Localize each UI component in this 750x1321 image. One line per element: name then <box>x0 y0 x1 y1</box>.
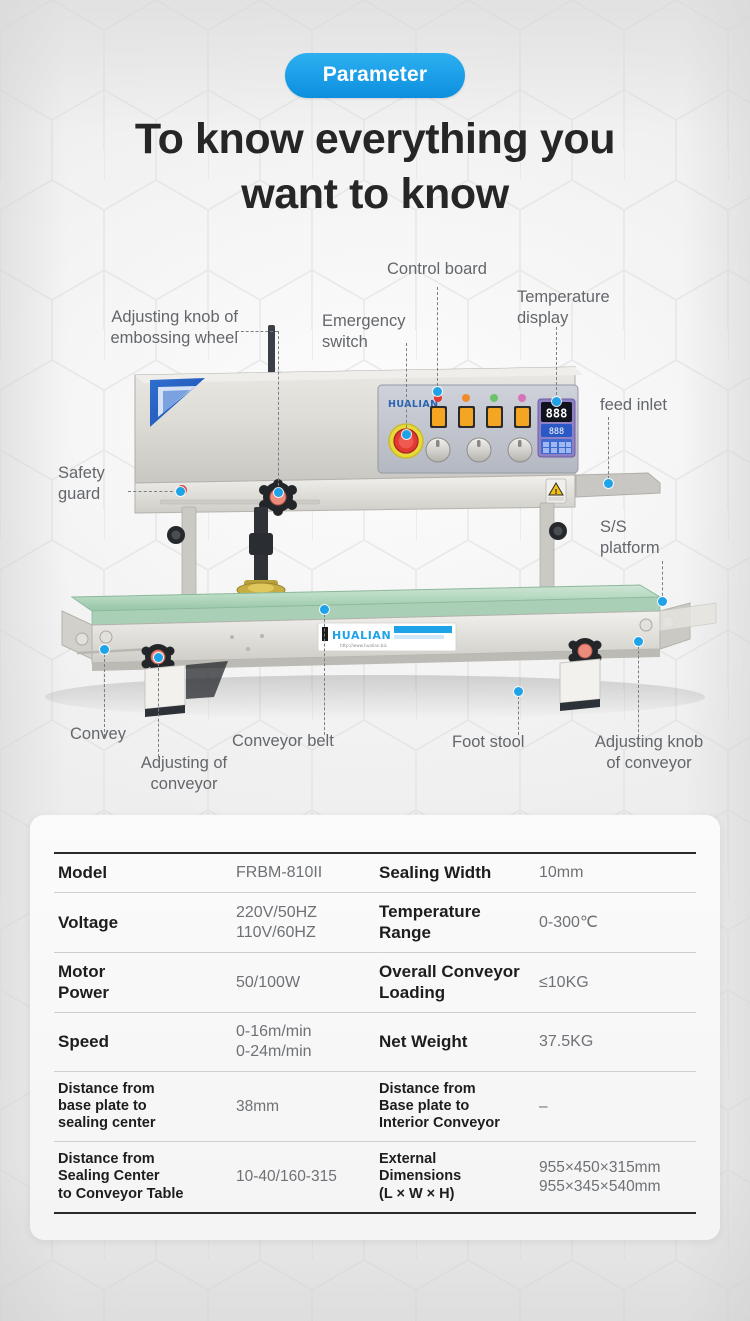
spec-key-voltage: Voltage <box>58 912 119 932</box>
spec-value-sealing-width: 10mm <box>539 864 584 882</box>
callout-feed-inlet: feed inlet <box>600 396 667 414</box>
spec-value-external-dimensions: 955×450×315mm 955×345×540mm <box>539 1158 661 1195</box>
table-row: Speed 0-16m/min 0-24m/min Net Weight 37.… <box>54 1012 696 1072</box>
spec-value-motor-power: 50/100W <box>236 973 301 991</box>
callout-adjusting-of-conveyor: Adjusting of conveyor <box>140 754 228 794</box>
spec-key-overall-conveyor-loading: Overall Conveyor Loading <box>379 962 520 1002</box>
page-title-line1: To know everything you <box>134 115 616 163</box>
spec-key-distance-sealing-center-to-conveyor-table: Distance from Sealing Center to Conveyor… <box>58 1151 184 1202</box>
spec-key-temperature-range: Temperature Range <box>379 902 481 942</box>
callout-conveyor-belt: Conveyor belt <box>232 732 334 750</box>
dot-temperature-display <box>552 397 561 406</box>
spec-value-distance-baseplate-to-interior-conveyor: – <box>539 1097 548 1115</box>
band-sealer-machine-illustration: HUALIAN <box>45 325 717 719</box>
spec-value-overall-conveyor-loading: ≤10KG <box>539 973 589 991</box>
page-title: To know everything you want to know <box>0 112 750 222</box>
spec-key-sealing-width: Sealing Width <box>379 863 492 882</box>
spec-key-model: Model <box>58 863 108 882</box>
table-row: Distance from Sealing Center to Conveyor… <box>54 1142 696 1213</box>
dot-foot-stool <box>514 687 523 696</box>
dot-ss-platform <box>658 597 667 606</box>
callout-control-board: Control board <box>387 260 487 278</box>
table-row: Model FRBM-810II Sealing Width 10mm <box>54 853 696 893</box>
callout-convey: Convey <box>70 725 126 743</box>
page-title-line2: want to know <box>241 170 509 219</box>
spec-key-speed: Speed <box>58 1031 110 1051</box>
spec-key-external-dimensions: External Dimensions (L × W × H) <box>379 1151 462 1202</box>
spec-key-motor-power: Motor Power <box>58 962 110 1002</box>
specification-card: Model FRBM-810II Sealing Width 10mm Volt… <box>30 815 720 1240</box>
dot-feed-inlet <box>604 479 613 488</box>
svg-text:888: 888 <box>549 427 564 437</box>
callout-emergency-switch: Emergency switch <box>322 312 406 352</box>
dot-safety-guard <box>176 487 185 496</box>
table-row: Voltage 220V/50HZ 110V/60HZ Temperature … <box>54 893 696 953</box>
temperature-display-readout: 888 <box>546 407 568 421</box>
svg-text:!: ! <box>554 488 557 496</box>
specification-table: Model FRBM-810II Sealing Width 10mm Volt… <box>54 852 696 1214</box>
dot-control-board <box>433 387 442 396</box>
spec-key-net-weight: Net Weight <box>379 1031 468 1051</box>
callout-foot-stool: Foot stool <box>452 733 525 751</box>
dot-emergency-switch <box>402 430 411 439</box>
product-label-brand: HUALIAN <box>332 629 391 642</box>
svg-text:http://www.hualian.biz: http://www.hualian.biz <box>340 643 388 648</box>
dot-adjusting-knob-embossing-wheel <box>274 488 283 497</box>
spec-value-distance-baseplate-to-sealing-center: 38mm <box>236 1097 280 1115</box>
svg-text:HUALIAN: HUALIAN <box>388 399 438 410</box>
dot-adjusting-of-conveyor <box>154 653 163 662</box>
callout-ss-platform: S/S platform <box>600 518 660 558</box>
callout-adjusting-knob-of-conveyor: Adjusting knob of conveyor <box>594 733 704 773</box>
spec-value-temperature-range: 0-300℃ <box>539 913 598 931</box>
spec-value-speed: 0-16m/min 0-24m/min <box>236 1022 312 1060</box>
dot-adjusting-knob-of-conveyor <box>634 637 643 646</box>
dot-conveyor-belt <box>320 605 329 614</box>
spec-value-voltage: 220V/50HZ 110V/60HZ <box>236 903 317 941</box>
parameter-badge[interactable]: Parameter <box>284 53 466 98</box>
spec-value-distance-sealing-center-to-conveyor-table: 10-40/160-315 <box>236 1168 337 1186</box>
table-row: Motor Power 50/100W Overall Conveyor Loa… <box>54 953 696 1013</box>
spec-value-net-weight: 37.5KG <box>539 1032 594 1050</box>
parameter-badge-wrap: Parameter <box>0 53 750 98</box>
product-diagram: HUALIAN <box>0 245 750 805</box>
spec-key-distance-baseplate-to-interior-conveyor: Distance from Base plate to Interior Con… <box>379 1080 500 1132</box>
callout-safety-guard: Safety guard <box>58 464 105 504</box>
spec-value-model: FRBM-810II <box>236 864 323 882</box>
spec-key-distance-baseplate-to-sealing-center: Distance from base plate to sealing cent… <box>58 1080 156 1132</box>
dot-convey <box>100 645 109 654</box>
table-row: Distance from base plate to sealing cent… <box>54 1071 696 1142</box>
callout-temperature-display: Temperature display <box>517 288 610 328</box>
callout-adjusting-knob-embossing-wheel: Adjusting knob of embossing wheel <box>110 308 239 348</box>
